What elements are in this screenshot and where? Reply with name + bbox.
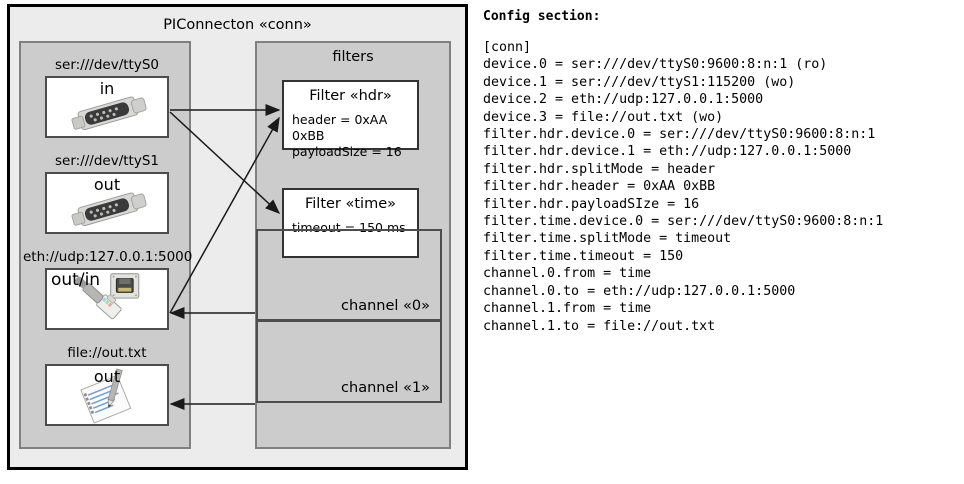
channel-1-label: channel «1»: [341, 380, 430, 396]
channel-0-box[interactable]: channel «0»: [256, 229, 442, 321]
text-file-icon: [80, 368, 132, 424]
config-line: [conn]: [483, 40, 532, 55]
device-ttys1-box[interactable]: out: [45, 172, 169, 234]
network-plug-icon: [75, 273, 140, 320]
config-line: device.3 = file://out.txt (wo): [483, 109, 724, 125]
config-line: filter.time.splitMode = timeout: [483, 231, 732, 247]
device-file-out-label: file://out.txt: [67, 345, 147, 361]
config-line: channel.0.from = time: [483, 266, 652, 282]
device-ttys1-label: ser:///dev/ttyS1: [55, 153, 159, 169]
filter-hdr-box[interactable]: Filter «hdr» header = 0xAA 0xBB payloadS…: [282, 80, 419, 159]
config-section: Config section: [conn] device.0 = ser:///…: [483, 8, 961, 335]
device-eth-udp[interactable]: eth://udp:127.0.0.1:5000 out/in: [23, 249, 192, 330]
device-file-out-box[interactable]: out: [45, 364, 169, 426]
channel-0-label: channel «0»: [341, 298, 430, 314]
filter-time-box[interactable]: Filter «time» timeout = 150 ms: [282, 188, 419, 258]
filter-time-title: Filter «time»: [304, 196, 397, 212]
config-line: device.0 = ser:///dev/ttyS0:9600:8:n:1 (…: [483, 57, 828, 73]
config-line: device.2 = eth://udp:127.0.0.1:5000: [483, 92, 764, 108]
config-line: filter.hdr.device.0 = ser:///dev/ttyS0:9…: [483, 127, 876, 143]
architecture-diagram: PIConnecton «conn» ser:///dev/ttyS0 in: [0, 0, 478, 484]
serial-port-icon: [71, 96, 147, 131]
config-line: channel.1.to = file://out.txt: [483, 318, 716, 334]
devices-panel: ser:///dev/ttyS0 in: [19, 41, 192, 449]
config-line: filter.hdr.device.1 = eth://udp:127.0.0.…: [483, 144, 852, 160]
config-line: filter.time.device.0 = ser:///dev/ttyS0:…: [483, 214, 884, 230]
config-line: channel.0.to = eth://udp:127.0.0.1:5000: [483, 283, 796, 299]
device-ttys0[interactable]: ser:///dev/ttyS0 in: [45, 57, 169, 138]
filters-panel-title: filters: [332, 49, 374, 65]
filter-time-prop-timeout: timeout = 150 ms: [292, 220, 406, 235]
device-ttys1-direction: out: [93, 175, 121, 194]
config-heading: Config section:: [483, 9, 601, 24]
config-line: device.1 = ser:///dev/ttyS1:115200 (wo): [483, 74, 796, 90]
config-body: [conn] device.0 = ser:///dev/ttyS0:9600:8…: [483, 39, 961, 335]
config-line: filter.hdr.splitMode = header: [483, 161, 716, 177]
device-eth-udp-direction: out/in: [51, 270, 101, 290]
device-file-out[interactable]: file://out.txt out: [45, 345, 169, 426]
filter-hdr-title: Filter «hdr»: [309, 88, 392, 104]
channel-1-box[interactable]: channel «1»: [256, 320, 442, 403]
device-eth-udp-label: eth://udp:127.0.0.1:5000: [23, 249, 193, 265]
config-line: filter.hdr.header = 0xAA 0xBB: [483, 179, 716, 195]
filters-panel: filters Filter «hdr» header = 0xAA 0xBB …: [255, 41, 451, 449]
device-ttys0-direction: in: [99, 79, 115, 98]
filter-hdr-prop-header: header = 0xAA 0xBB: [292, 112, 388, 143]
config-line: filter.hdr.payloadSIze = 16: [483, 196, 700, 212]
diagram-title: PIConnecton «conn»: [163, 17, 312, 33]
config-line: filter.time.timeout = 150: [483, 248, 684, 264]
device-ttys0-label: ser:///dev/ttyS0: [55, 57, 159, 73]
device-ttys0-box[interactable]: in: [45, 76, 169, 138]
serial-port-icon: [71, 192, 147, 227]
device-file-out-direction: out: [93, 367, 121, 386]
filter-hdr-prop-payloadsize: payloadSize = 16: [292, 144, 402, 159]
device-eth-udp-box[interactable]: out/in: [45, 268, 169, 330]
config-line: channel.1.from = time: [483, 301, 652, 317]
device-ttys1[interactable]: ser:///dev/ttyS1 out: [45, 153, 169, 234]
